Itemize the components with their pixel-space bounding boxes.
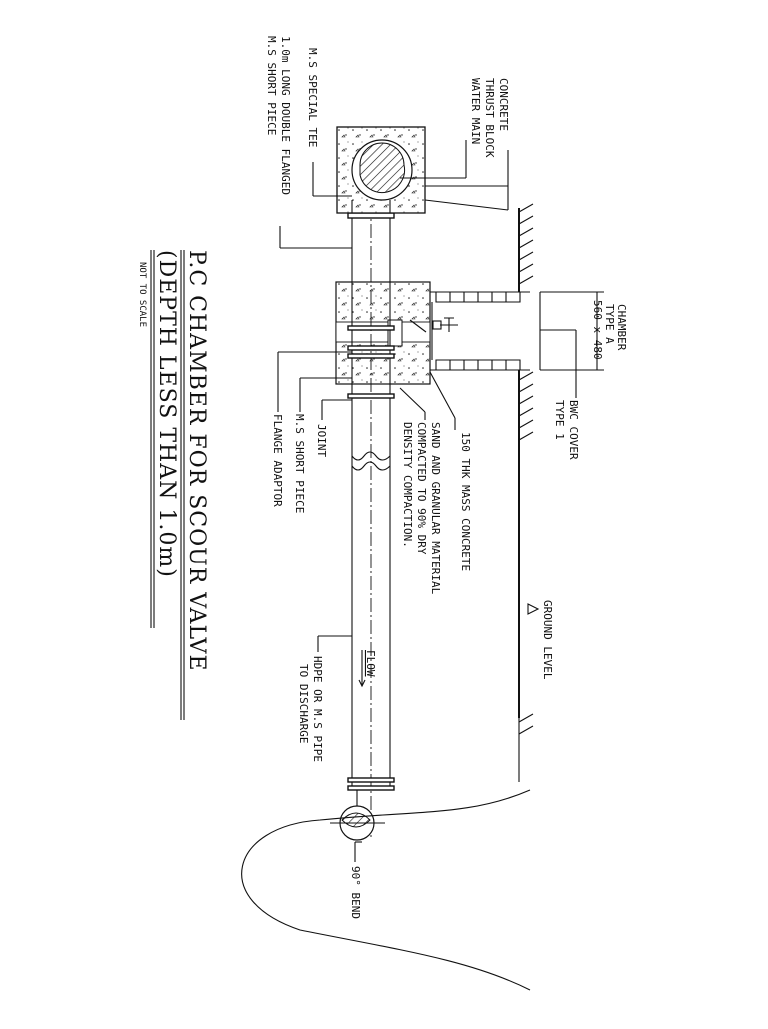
label-sand-2: COMPACTED TO 90% DRY	[415, 422, 428, 555]
label-bwc-type: TYPE 1	[553, 400, 566, 440]
label-ms-short-piece-1: M.S SHORT PIECE	[265, 36, 278, 135]
label-to-discharge: TO DISCHARGE	[297, 664, 310, 743]
label-joint: JOINT	[315, 424, 328, 457]
thrust-block	[336, 126, 426, 214]
leader-lines	[277, 140, 604, 862]
discharge-ditch	[241, 789, 531, 991]
label-thrust-block: THRUST BLOCK	[483, 78, 496, 158]
chamber-walls	[430, 291, 530, 371]
label-hdpe-pipe: HDPE OR M.S PIPE	[311, 656, 324, 762]
label-bwc-cover: BWC COVER	[567, 400, 580, 460]
ninety-degree-bend	[330, 790, 385, 841]
label-flange-adaptor: FLANGE ADAPTOR	[271, 414, 284, 507]
ground-surface	[518, 203, 541, 782]
label-sand-1: SAND AND GRANULAR MATERIAL	[429, 422, 442, 595]
label-double-flanged: 1.0m LONG DOUBLE FLANGED	[279, 36, 292, 195]
flanges	[347, 212, 395, 791]
label-chamber-size: 560 x 480	[591, 300, 604, 360]
annotation-labels: CONCRETE THRUST BLOCK WATER MAIN M.S SPE…	[265, 36, 628, 919]
label-sand-3: DENSITY COMPACTION.	[401, 422, 414, 548]
label-water-main: WATER MAIN	[469, 78, 482, 144]
label-chamber: CHAMBER	[615, 304, 628, 351]
title-line-1: P.C CHAMBER FOR SCOUR VALVE	[184, 250, 209, 672]
mass-concrete-block	[335, 281, 431, 385]
label-ms-short-piece-2: M.S SHORT PIECE	[293, 414, 306, 513]
label-concrete: CONCRETE	[497, 78, 510, 131]
main-pipe	[351, 180, 391, 840]
label-bend: 90° BEND	[349, 866, 362, 919]
drawing-title: P.C CHAMBER FOR SCOUR VALVE (DEPTH LESS …	[137, 250, 209, 720]
label-mass-concrete: 150 THK MASS CONCRETE	[459, 432, 472, 571]
title-line-2: (DEPTH LESS THAN 1.0m)	[154, 250, 179, 578]
label-chamber-type: TYPE A	[603, 304, 616, 344]
label-ms-special-tee: M.S SPECIAL TEE	[306, 48, 319, 147]
label-ground-level: GROUND LEVEL	[541, 600, 554, 680]
title-note: NOT TO SCALE	[137, 262, 147, 327]
label-flow: FLOW	[364, 650, 377, 677]
